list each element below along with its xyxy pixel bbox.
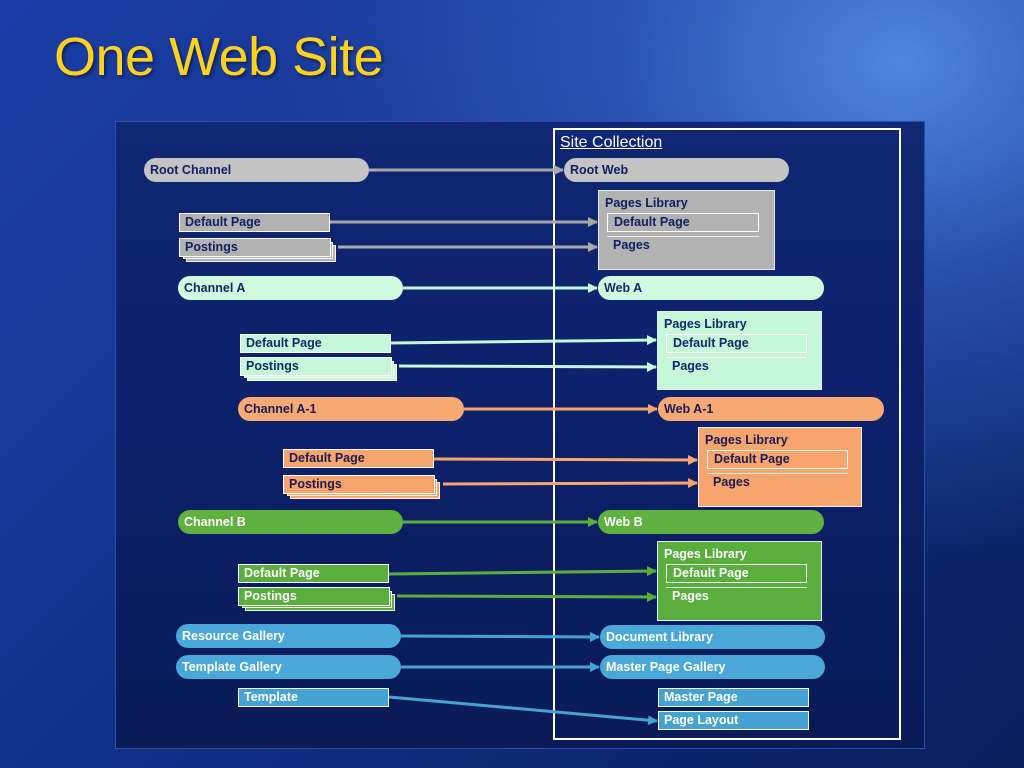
channel-a1: Channel A-1 [238, 397, 464, 421]
page-layout: Page Layout [658, 711, 809, 730]
root-lib-default-page: Default Page [607, 213, 759, 232]
a1-lib-pages: Pages [707, 473, 848, 492]
a1-lib-title: Pages Library [705, 433, 788, 447]
slide-title: One Web Site [54, 27, 384, 87]
b-pages-library: Pages Library Default Page Pages [657, 541, 822, 621]
root-web: Root Web [564, 158, 789, 182]
b-default-page: Default Page [238, 564, 389, 583]
master-page: Master Page [658, 688, 809, 707]
b-lib-title: Pages Library [664, 547, 747, 561]
root-channel: Root Channel [144, 158, 369, 182]
root-lib-title: Pages Library [605, 196, 688, 210]
web-a1: Web A-1 [658, 397, 884, 421]
channel-a: Channel A [178, 276, 403, 300]
web-b: Web B [598, 510, 824, 534]
web-a: Web A [598, 276, 824, 300]
root-postings: Postings [179, 238, 336, 262]
a-pages-library: Pages Library Default Page Pages [657, 311, 822, 390]
site-collection-frame [553, 128, 901, 740]
template-gallery: Template Gallery [176, 655, 401, 679]
a-lib-default-page: Default Page [666, 334, 807, 353]
channel-b: Channel B [178, 510, 403, 534]
master-page-gallery: Master Page Gallery [600, 655, 825, 679]
root-pages-library: Pages Library Default Page Pages [598, 190, 775, 270]
root-lib-pages: Pages [607, 236, 759, 255]
a-lib-pages: Pages [666, 357, 807, 376]
b-lib-pages: Pages [666, 587, 807, 606]
template: Template [238, 688, 389, 707]
b-postings: Postings [238, 587, 395, 611]
a1-pages-library: Pages Library Default Page Pages [698, 427, 862, 507]
a1-default-page: Default Page [283, 449, 434, 468]
site-collection-label: Site Collection [560, 134, 663, 151]
a1-postings: Postings [283, 475, 440, 499]
a-lib-title: Pages Library [664, 317, 747, 331]
root-default-page: Default Page [179, 213, 330, 232]
a1-lib-default-page: Default Page [707, 450, 848, 469]
b-lib-default-page: Default Page [666, 564, 807, 583]
document-library: Document Library [600, 625, 825, 649]
resource-gallery: Resource Gallery [176, 624, 401, 648]
a-postings: Postings [240, 357, 397, 381]
a-default-page: Default Page [240, 334, 391, 353]
